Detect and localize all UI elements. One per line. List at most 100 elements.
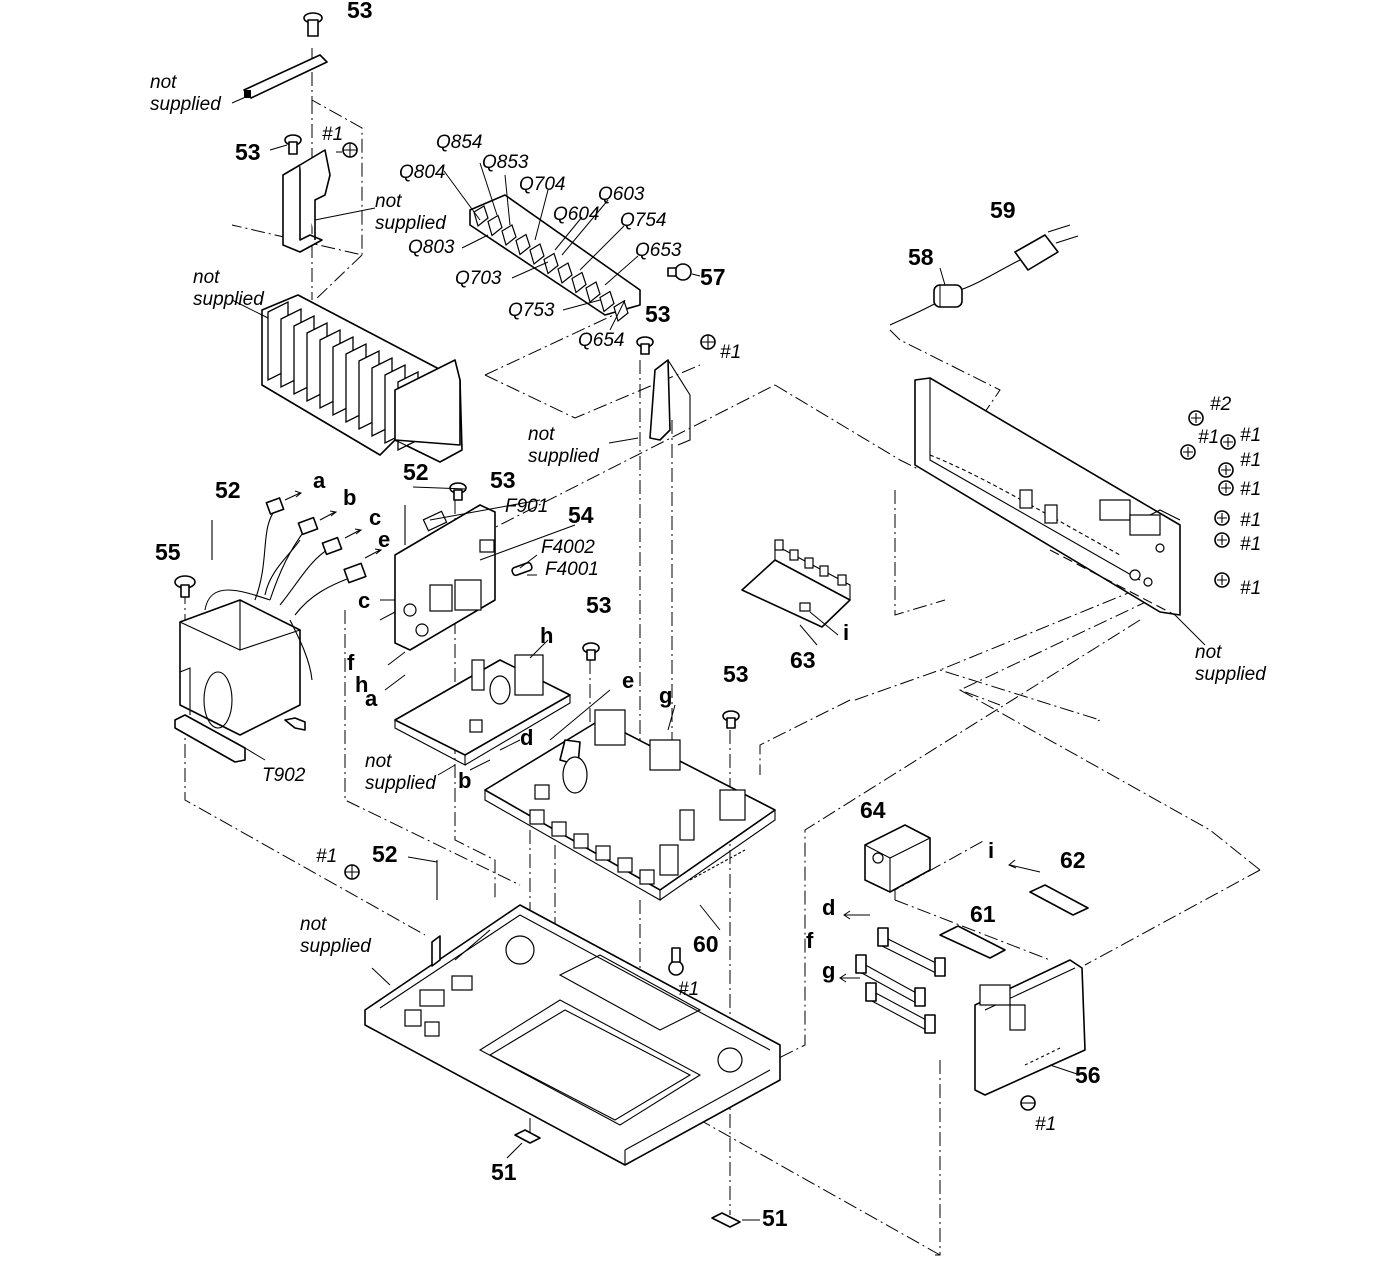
label-h1-56: #1 bbox=[1035, 1114, 1056, 1135]
sub-board-63 bbox=[741, 539, 851, 628]
label-h1-rear-c: #1 bbox=[1240, 450, 1261, 471]
label-let-b: b bbox=[343, 485, 356, 510]
label-ns-bracket-1: not bbox=[375, 191, 402, 212]
label-n53-c: 53 bbox=[586, 592, 612, 618]
label-n62: 62 bbox=[1060, 847, 1086, 873]
label-ns-mid-2: supplied bbox=[528, 446, 600, 467]
connector-64 bbox=[864, 824, 931, 893]
label-ns-rear-2: supplied bbox=[1195, 664, 1267, 685]
screw-slot bbox=[1221, 465, 1231, 475]
screw-53-mid bbox=[636, 336, 654, 355]
label-n53-pcb: 53 bbox=[490, 467, 516, 493]
label-n53-top: 53 bbox=[347, 0, 373, 23]
label-q853: Q853 bbox=[482, 152, 529, 173]
fuse-f4002 bbox=[511, 561, 533, 577]
power-board-54 bbox=[394, 482, 533, 651]
label-ns-chassis-2: supplied bbox=[300, 936, 372, 957]
label-let-h2: h bbox=[540, 623, 553, 648]
screw-slot bbox=[1223, 437, 1233, 447]
label-h1-mid: #1 bbox=[720, 342, 741, 363]
front-board-56 bbox=[974, 959, 1086, 1111]
label-f901: F901 bbox=[505, 496, 548, 517]
insulator-strip-top bbox=[243, 12, 328, 99]
label-let-d: d bbox=[520, 725, 533, 750]
label-let-g2: g bbox=[822, 958, 835, 983]
label-let-c: c bbox=[369, 505, 381, 530]
label-let-f2: f bbox=[806, 928, 814, 953]
label-n58: 58 bbox=[908, 244, 934, 270]
label-n54: 54 bbox=[568, 502, 594, 528]
label-let-a2: a bbox=[365, 686, 378, 711]
screw-1-bracket bbox=[342, 142, 358, 158]
screw-slot bbox=[1217, 513, 1227, 523]
ic-chip bbox=[573, 833, 589, 849]
power-supply-board bbox=[394, 654, 571, 766]
transistor-package bbox=[487, 214, 503, 237]
label-n55: 55 bbox=[155, 539, 181, 565]
label-q653: Q653 bbox=[635, 240, 682, 261]
label-n57: 57 bbox=[700, 264, 726, 290]
ic-chip bbox=[595, 845, 611, 861]
label-n59: 59 bbox=[990, 197, 1016, 223]
label-q804: Q804 bbox=[399, 162, 445, 183]
screw-53-c bbox=[582, 642, 600, 661]
label-let-d2: d bbox=[822, 895, 835, 920]
label-h1-rear-d: #1 bbox=[1240, 479, 1261, 500]
label-h1-rear-g: #1 bbox=[1240, 578, 1261, 599]
label-let-b2: b bbox=[458, 768, 471, 793]
transistor-package bbox=[515, 233, 531, 256]
label-q803: Q803 bbox=[408, 237, 455, 258]
label-q603: Q603 bbox=[598, 184, 645, 205]
label-q703: Q703 bbox=[455, 268, 502, 289]
bottom-chassis bbox=[344, 860, 781, 1166]
screw-slot bbox=[1217, 575, 1227, 585]
ac-plug-59 bbox=[1014, 224, 1079, 271]
screw-57 bbox=[667, 263, 692, 281]
label-ns-heatsink-2: supplied bbox=[193, 289, 265, 310]
screw-53-d bbox=[722, 710, 740, 729]
power-cord bbox=[889, 224, 1079, 326]
screw-53-bracket bbox=[284, 134, 302, 155]
label-h1-rear-a: #1 bbox=[1198, 427, 1219, 448]
label-f4002: F4002 bbox=[541, 537, 595, 558]
transistor-package bbox=[571, 271, 587, 294]
label-ns-bracket-2: supplied bbox=[375, 213, 447, 234]
label-h1-60: #1 bbox=[678, 979, 699, 1000]
foot-51-b bbox=[711, 1212, 741, 1228]
cord-bushing-58 bbox=[933, 284, 963, 308]
label-let-g: g bbox=[659, 683, 672, 708]
screw-1-60 bbox=[668, 947, 684, 976]
screw-slot bbox=[1183, 447, 1193, 457]
label-q854: Q854 bbox=[436, 132, 482, 153]
label-h1-rear-b: #1 bbox=[1240, 425, 1261, 446]
label-let-h: h bbox=[355, 672, 368, 697]
label-let-i-62: i bbox=[988, 838, 994, 863]
screw-53-top bbox=[303, 12, 323, 37]
label-n61: 61 bbox=[970, 901, 996, 927]
screw-53-pcb bbox=[449, 482, 467, 501]
main-board-60 bbox=[484, 642, 776, 976]
callout-labels: 53notsupplied53#1notsuppliednotsuppliedQ… bbox=[150, 0, 1267, 1231]
label-let-e: e bbox=[378, 527, 390, 552]
label-let-i-63: i bbox=[843, 620, 849, 645]
screw-slot bbox=[1221, 483, 1231, 493]
flat-cable-62 bbox=[1029, 884, 1089, 916]
label-ns-top-2: supplied bbox=[150, 94, 222, 115]
screw-slot bbox=[1217, 535, 1227, 545]
label-n51-b: 51 bbox=[762, 1205, 788, 1231]
ic-chip bbox=[529, 809, 545, 825]
label-h2-rear: #2 bbox=[1210, 394, 1232, 415]
label-n63: 63 bbox=[790, 647, 816, 673]
label-q654: Q654 bbox=[578, 330, 624, 351]
label-ns-mid-1: not bbox=[528, 424, 555, 445]
leader-lines bbox=[231, 95, 1206, 1221]
label-t902: T902 bbox=[262, 765, 306, 786]
label-n52-pcb: 52 bbox=[403, 459, 429, 485]
screw-1-mid bbox=[700, 334, 716, 350]
rear-panel bbox=[914, 377, 1236, 616]
label-ns-pcb-2: supplied bbox=[365, 773, 437, 794]
connector-cables-d-f-g bbox=[839, 859, 1041, 1034]
mid-bracket-not-supplied bbox=[636, 334, 716, 446]
label-let-c2: c bbox=[358, 588, 370, 613]
